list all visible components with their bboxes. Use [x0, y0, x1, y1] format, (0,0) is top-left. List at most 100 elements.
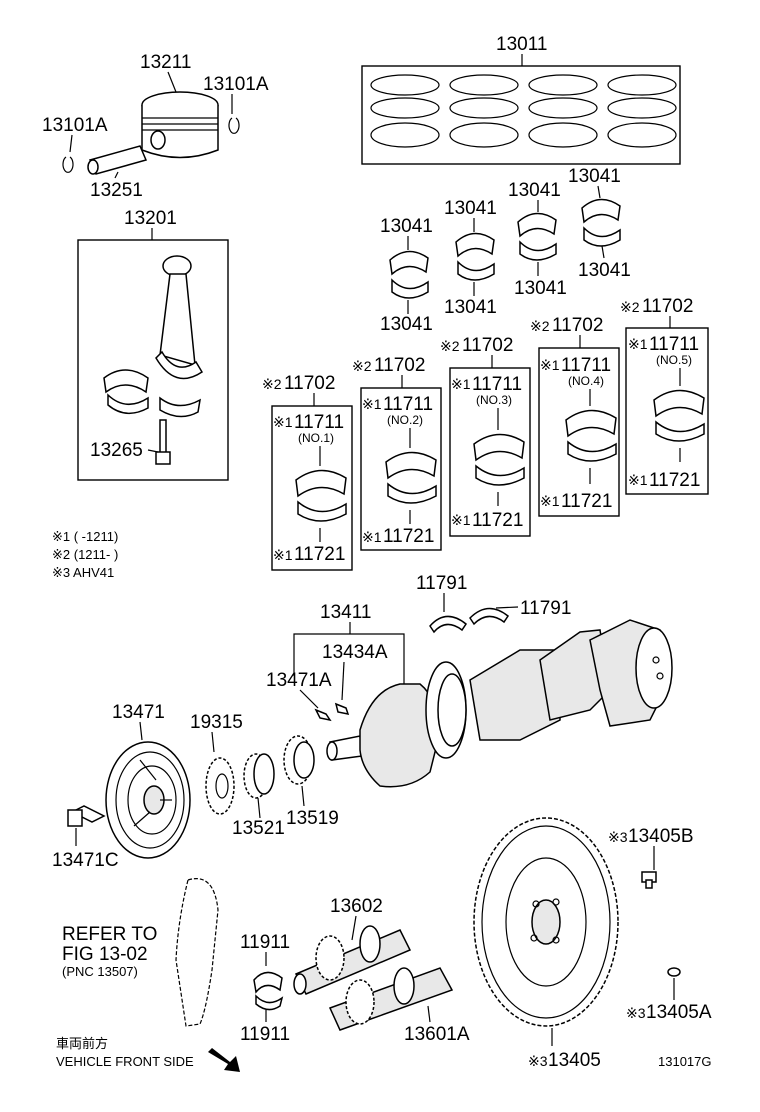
label-13434a: 13434A: [322, 642, 388, 663]
label-main-set-no2: 11702: [374, 355, 425, 376]
flywheel-bolt: [641, 871, 657, 889]
woodruff-keys: [314, 702, 350, 722]
label-11791-right: 11791: [520, 598, 571, 619]
label-13201: 13201: [124, 208, 177, 229]
label-13521: 13521: [232, 818, 285, 839]
rod-bearing-3: [517, 212, 557, 261]
figure-code: 131017G: [658, 1054, 712, 1069]
label-main-set-no4: 11702: [552, 315, 603, 336]
mark-1-no4-lower: ※1: [540, 493, 560, 509]
label-13405a: 13405A: [646, 1002, 712, 1023]
label-13601a: 13601A: [404, 1024, 470, 1045]
label-main-set-no1: 11702: [284, 373, 335, 394]
timing-chain: [175, 878, 219, 1027]
mark-1-no5-lower: ※1: [628, 472, 648, 488]
mark-2-no3: ※2: [440, 338, 460, 354]
label-upper-bearing-no5: 11711: [649, 334, 699, 355]
mark-1-no1-upper: ※1: [273, 414, 293, 430]
label-19315: 19315: [190, 712, 243, 733]
flywheel: [473, 817, 619, 1027]
label-11911-top: 11911: [240, 932, 290, 953]
label-rod-bearing-1-bottom: 13041: [380, 314, 433, 335]
label-13211: 13211: [140, 52, 191, 73]
main-bearing-box-no3: [449, 367, 531, 537]
main-bearing-no2: [385, 451, 437, 504]
thrust-washer-right: [469, 607, 510, 626]
label-13602: 13602: [330, 896, 383, 917]
label-13405: 13405: [548, 1050, 601, 1071]
mark-2-no1: ※2: [262, 376, 282, 392]
label-rod-bearing-2-bottom: 13041: [444, 297, 497, 318]
main-bearing-no3: [473, 433, 525, 486]
label-rod-bearing-3-top: 13041: [508, 180, 561, 201]
label-lower-bearing-no2: 11721: [383, 526, 434, 547]
label-13411: 13411: [320, 602, 371, 623]
label-upper-bearing-no1: 11711: [294, 412, 344, 433]
note-3: ※3 AHV41: [52, 565, 114, 580]
label-rod-bearing-4-top: 13041: [568, 166, 621, 187]
label-no3: (NO.3): [476, 393, 512, 407]
rod-bearing-2: [455, 232, 495, 281]
label-rod-bearing-2-top: 13041: [444, 198, 497, 219]
label-no5: (NO.5): [656, 353, 692, 367]
mark-3-13405: ※3: [528, 1053, 548, 1069]
label-upper-bearing-no2: 11711: [383, 394, 433, 415]
mark-2-no5: ※2: [620, 299, 640, 315]
main-bearing-no5: [653, 389, 705, 442]
mark-1-no2-lower: ※1: [362, 529, 382, 545]
connecting-rod-bolt: [155, 419, 171, 465]
note-1: ※1 ( -1211): [52, 529, 118, 544]
front-side-jp: 車両前方: [56, 1036, 108, 1051]
mark-1-no5-upper: ※1: [628, 336, 648, 352]
label-no4: (NO.4): [568, 374, 604, 388]
snap-ring-left: [62, 156, 74, 173]
snap-ring-right: [228, 117, 240, 134]
refer-line-3: (PNC 13507): [62, 964, 138, 979]
label-upper-bearing-no3: 11711: [472, 374, 522, 395]
mark-1-no2-upper: ※1: [362, 396, 382, 412]
label-11911-bottom: 11911: [240, 1024, 290, 1045]
flywheel-dowel: [667, 967, 681, 977]
label-upper-bearing-no4: 11711: [561, 355, 611, 376]
front-direction-arrow-icon: [208, 1048, 240, 1072]
crankshaft: [326, 619, 673, 788]
balance-shaft-13602: [293, 925, 412, 995]
main-bearing-box-no1: [271, 405, 353, 571]
label-rod-bearing-1-top: 13041: [380, 216, 433, 237]
label-rod-bearing-4-bottom: 13041: [578, 260, 631, 281]
main-bearing-box-no4: [538, 347, 620, 517]
mark-2-no2: ※2: [352, 358, 372, 374]
label-lower-bearing-no4: 11721: [561, 491, 612, 512]
main-bearing-no4: [565, 409, 617, 462]
balance-bearing: [253, 971, 284, 1011]
balance-shaft-13601a: [328, 967, 454, 1031]
crankshaft-sprocket-13519: [283, 735, 315, 785]
refer-line-1: REFER TO: [62, 924, 157, 945]
piston-pin: [87, 145, 148, 175]
label-13101a-left: 13101A: [42, 115, 108, 136]
label-main-set-no5: 11702: [642, 296, 693, 317]
main-bearing-no1: [295, 469, 347, 522]
mark-1-no3-upper: ※1: [451, 376, 471, 392]
label-lower-bearing-no1: 11721: [294, 544, 345, 565]
front-side-en: VEHICLE FRONT SIDE: [56, 1054, 194, 1069]
label-no1: (NO.1): [298, 431, 334, 445]
label-13471: 13471: [112, 702, 165, 723]
rod-bearing-4: [581, 198, 621, 247]
main-bearing-box-no5: [625, 327, 709, 495]
piston: [141, 91, 219, 159]
mark-3-13405a: ※3: [626, 1005, 646, 1021]
connecting-rod: [103, 255, 204, 418]
label-13265: 13265: [90, 440, 143, 461]
piston-ring-box: [361, 65, 681, 165]
label-rod-bearing-3-bottom: 13041: [514, 278, 567, 299]
label-no2: (NO.2): [387, 413, 423, 427]
mark-2-no4: ※2: [530, 318, 550, 334]
pulley-bolt: [67, 805, 106, 827]
main-bearing-box-no2: [360, 387, 442, 551]
label-13405b: 13405B: [628, 826, 694, 847]
label-main-set-no3: 11702: [462, 335, 513, 356]
crankshaft-bracket: [293, 633, 405, 690]
piston-ring-sets: [370, 74, 677, 148]
